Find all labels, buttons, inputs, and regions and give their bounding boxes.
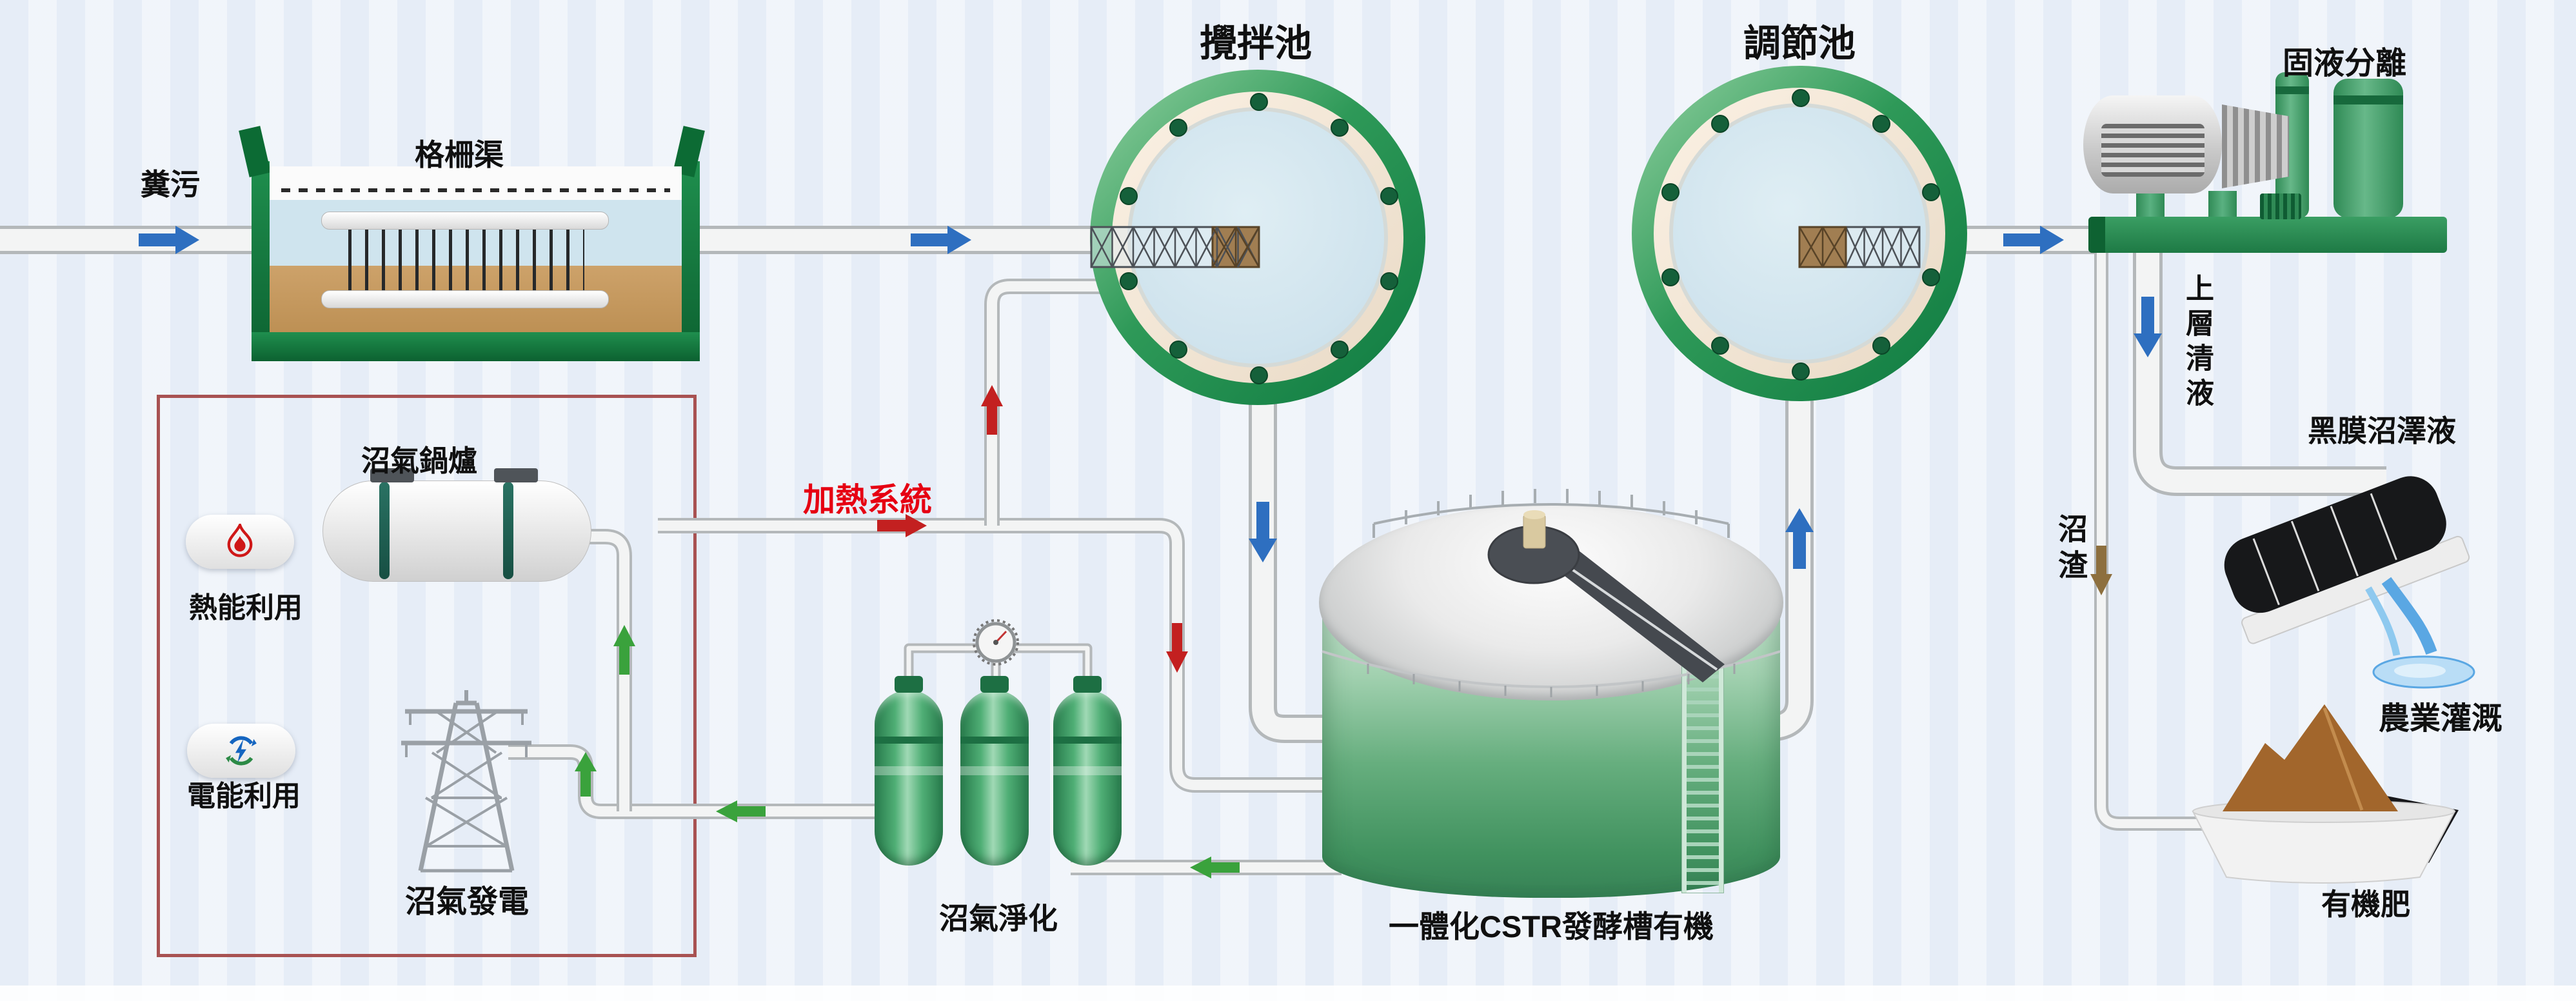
pool-water bbox=[1131, 111, 1384, 364]
pool-bolt bbox=[1380, 187, 1398, 206]
cylinder-stripe bbox=[960, 766, 1029, 775]
label-biogas-purification: 沼氣淨化 bbox=[939, 902, 1058, 935]
channel-left-wall bbox=[252, 161, 270, 361]
boiler-bracket bbox=[494, 468, 538, 482]
separator-screen-block bbox=[2260, 193, 2301, 219]
label-thermal-energy-use: 熱能利用 bbox=[189, 592, 302, 624]
label-agricultural-irrigation: 農業灌溉 bbox=[2378, 702, 2503, 736]
pool-bolt bbox=[1921, 183, 1940, 202]
channel-bottom-wall bbox=[252, 332, 700, 361]
label-biogas-power: 沼氣發電 bbox=[404, 885, 530, 919]
cylinder-band bbox=[1053, 737, 1122, 744]
boiler-bracket bbox=[370, 468, 414, 482]
bottom-margin bbox=[0, 986, 2576, 1001]
purifier-cylinder-1 bbox=[875, 690, 943, 866]
bar-screen-teeth bbox=[348, 219, 584, 298]
separator-motor-grill bbox=[2101, 124, 2204, 177]
label-biogas-boiler: 沼氣鍋爐 bbox=[361, 444, 478, 477]
biogas-boiler-tank bbox=[322, 481, 591, 582]
separator-platform-cap bbox=[2088, 217, 2105, 253]
mixing-pool bbox=[1090, 70, 1425, 405]
purifier-cylinder-3 bbox=[1053, 690, 1122, 866]
label-mixing-pool: 攪拌池 bbox=[1199, 23, 1313, 64]
pool-bolt bbox=[1380, 272, 1398, 290]
pool-bolt bbox=[1711, 336, 1730, 355]
separator-motor-cone bbox=[2222, 104, 2289, 188]
separator-leg bbox=[2136, 191, 2165, 219]
cylinder-neck bbox=[1073, 676, 1102, 693]
column-band bbox=[2333, 95, 2403, 104]
flame-icon bbox=[227, 524, 253, 557]
pool-bolt bbox=[1250, 366, 1268, 384]
irrigation-water bbox=[2365, 577, 2475, 689]
cylinder-neck bbox=[980, 676, 1009, 693]
bar-screen-bottom-bar bbox=[321, 290, 609, 308]
cylinder-band bbox=[875, 737, 943, 744]
column-band bbox=[2275, 86, 2309, 94]
label-black-membrane-pond: 黑膜沼澤液 bbox=[2308, 414, 2456, 448]
label-electric-energy-use: 電能利用 bbox=[187, 780, 301, 812]
pool-bolt bbox=[1792, 362, 1810, 381]
separator-leg bbox=[2208, 191, 2237, 219]
cylinder-stripe bbox=[875, 766, 943, 775]
pool-bolt bbox=[1872, 115, 1890, 134]
pool-bolt bbox=[1250, 93, 1268, 111]
black-membrane-pond bbox=[2224, 476, 2470, 644]
label-solid-liquid-separation: 固液分離 bbox=[2282, 46, 2407, 81]
label-regulation-pool: 調節池 bbox=[1743, 23, 1856, 64]
water-level-dashes bbox=[281, 188, 670, 192]
pool-water bbox=[1673, 107, 1926, 360]
pool-bolt bbox=[1120, 272, 1138, 290]
channel-post-left bbox=[239, 126, 271, 177]
label-biogas-residue: 沼渣 bbox=[2054, 513, 2088, 586]
label-cstr-tank: 一體化CSTR發酵槽有機 bbox=[1389, 909, 1714, 944]
boiler-band bbox=[379, 482, 390, 579]
cylinder-stripe bbox=[1053, 766, 1122, 775]
boiler-band bbox=[503, 482, 513, 579]
thermal-energy-badge bbox=[186, 515, 294, 569]
label-supernatant: 上層清液 bbox=[2181, 273, 2213, 413]
cylinder-band bbox=[960, 737, 1029, 744]
electric-energy-badge bbox=[187, 724, 295, 778]
pool-bolt bbox=[1330, 340, 1349, 359]
label-heating-system: 加熱系統 bbox=[803, 482, 932, 518]
electric-bolt-icon bbox=[226, 736, 257, 766]
channel-freeboard bbox=[270, 166, 682, 200]
pool-bolt bbox=[1120, 187, 1138, 206]
pool-bolt bbox=[1711, 115, 1730, 134]
pool-bolt bbox=[1661, 183, 1680, 202]
pool-bolt bbox=[1921, 268, 1940, 286]
pressure-gauge-icon bbox=[973, 619, 1019, 666]
regulation-pool bbox=[1632, 66, 1967, 401]
pool-bolt bbox=[1872, 336, 1890, 355]
cylinder-neck bbox=[895, 676, 923, 693]
channel-right-wall bbox=[682, 161, 700, 361]
separator-platform bbox=[2088, 217, 2447, 253]
label-screen-channel: 格柵渠 bbox=[415, 138, 504, 172]
pool-bolt bbox=[1330, 119, 1349, 137]
label-inlet: 糞污 bbox=[141, 168, 200, 201]
bar-screen-top-bar bbox=[321, 212, 609, 230]
pool-bolt bbox=[1661, 268, 1680, 286]
fertilizer-pile bbox=[2223, 704, 2398, 811]
label-organic-fertilizer: 有機肥 bbox=[2321, 887, 2410, 921]
pool-bolt bbox=[1792, 89, 1810, 107]
pool-bolt bbox=[1169, 340, 1188, 359]
cstr-ladder bbox=[1681, 665, 1724, 893]
pool-bolt bbox=[1169, 119, 1188, 137]
purifier-cylinder-2 bbox=[960, 690, 1029, 866]
